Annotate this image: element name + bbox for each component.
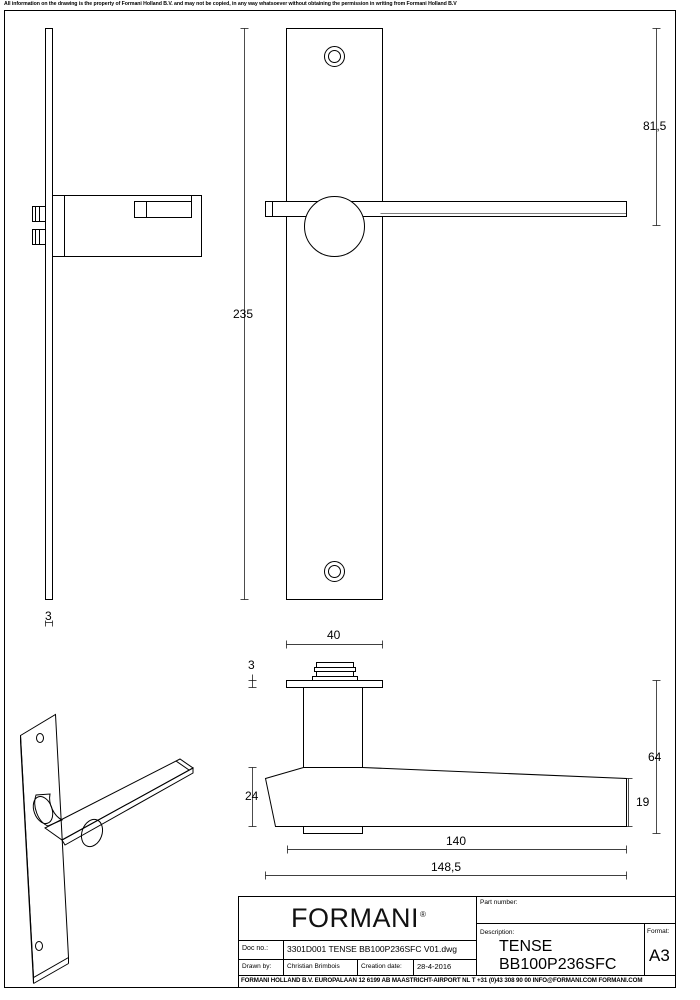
screw-bottom-inner — [329, 566, 341, 578]
drawing-border — [5, 11, 676, 988]
dim-rose-width: 40 — [327, 628, 341, 642]
dim-lever-tip-height: 19 — [636, 795, 650, 809]
dim-lever-root-height: 24 — [245, 789, 259, 803]
top-lever — [266, 768, 627, 827]
side-lever-slot — [135, 202, 192, 218]
iso-screw-bottom — [35, 941, 43, 951]
drawn-by-value: Christian Brimbois — [287, 963, 340, 970]
top-lever-foot — [304, 827, 363, 834]
dim-rose-thickness: 3 — [248, 658, 255, 672]
drawn-by-label: Drawn by: — [242, 963, 272, 970]
doc-no-label: Doc no.: — [242, 945, 269, 952]
iso-backplate-side — [21, 736, 34, 984]
creation-date-label: Creation date: — [361, 963, 402, 970]
top-spindle-2 — [315, 668, 356, 672]
description-label: Description: — [480, 929, 515, 936]
title-block-frame — [239, 897, 676, 988]
screw-bottom-outer — [325, 562, 345, 582]
part-number-label: Part number: — [480, 899, 518, 906]
screw-top-outer — [325, 47, 345, 67]
iso-backplate-front — [21, 715, 69, 978]
dimension-lines — [46, 29, 661, 880]
iso-lever-top — [45, 759, 193, 840]
iso-lever-knob — [80, 818, 104, 848]
top-neck — [304, 688, 363, 768]
screw-top-inner — [329, 51, 341, 63]
format-label: Format: — [647, 928, 670, 935]
side-handle-rose — [53, 196, 65, 257]
top-spindle-4 — [313, 677, 358, 681]
dim-handle-offset: 81,5 — [643, 119, 667, 133]
top-spindle-1 — [317, 663, 354, 668]
top-view — [266, 663, 627, 834]
dim-overall-length: 148,5 — [431, 860, 462, 874]
description-line2: BB100P236SFC — [499, 956, 617, 973]
side-backplate — [46, 29, 53, 600]
top-spindle-3 — [317, 672, 354, 677]
side-handle-body — [65, 196, 202, 257]
dim-projection: 64 — [648, 750, 662, 764]
copyright-disclaimer: All information on the drawing is the pr… — [4, 1, 457, 7]
creation-date-value: 28-4-2016 — [417, 962, 452, 971]
isometric-view — [21, 715, 194, 984]
description-line1: TENSE — [499, 938, 553, 955]
dim-plate-thickness: 3 — [45, 609, 52, 623]
format-value: A3 — [649, 946, 670, 965]
iso-rose — [35, 794, 62, 826]
top-rose-plate — [287, 681, 383, 688]
company-footer: FORMANI HOLLAND B.V. EUROPALAAN 12 6199 … — [241, 977, 643, 984]
front-view — [266, 29, 627, 600]
front-backplate — [287, 29, 383, 600]
front-rose — [305, 197, 365, 257]
side-view — [33, 29, 202, 600]
iso-screw-top — [36, 733, 44, 743]
iso-lever-side — [62, 768, 193, 845]
dim-plate-height: 235 — [233, 307, 254, 321]
dim-lever-length: 140 — [446, 834, 467, 848]
formani-logo: FORMANI® — [291, 903, 427, 933]
doc-no-value: 3301D001 TENSE BB100P236SFC V01.dwg — [287, 944, 457, 954]
